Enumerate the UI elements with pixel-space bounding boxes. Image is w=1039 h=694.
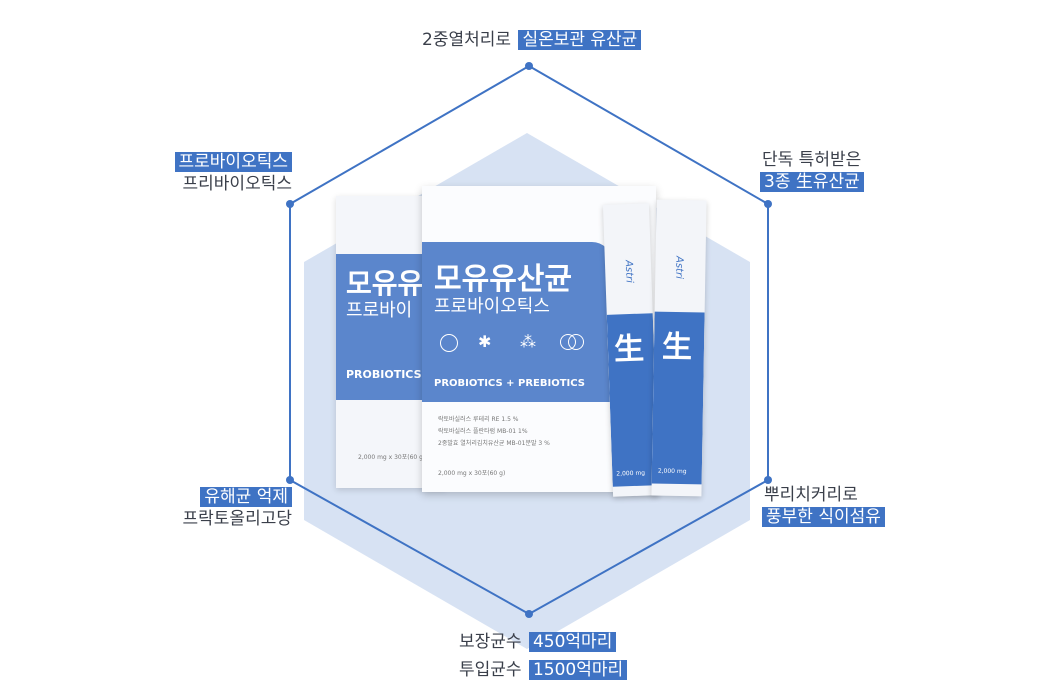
stick-char-1: 生	[613, 331, 645, 368]
callout-bottom-row2-plain: 투입균수	[459, 660, 522, 680]
callout-lower-left: 유해균 억제 프락토올리고당	[150, 486, 292, 530]
bacteria-icon	[440, 334, 458, 352]
callout-lower-right-line1: 뿌리치커리로	[764, 485, 858, 505]
callout-top-highlight: 실온보관 유산균	[518, 30, 642, 50]
callout-top: 2중열처리로 실온보관 유산균	[420, 29, 642, 51]
back-box-band: PROBIOTICS +	[346, 368, 435, 381]
callout-upper-right-line2: 3종 生유산균	[760, 172, 864, 192]
callout-lower-right-line2: 풍부한 식이섬유	[762, 507, 885, 527]
box-title: 모유유산균	[434, 262, 572, 297]
ingredient-1: 락토바실러스 루테리 RE 1.5 %	[438, 416, 519, 423]
ingredient-3: 2중발효 열처리김치유산균 MB-01분말 3 %	[438, 440, 550, 447]
molecule-icon: ✱	[478, 332, 492, 351]
back-box-subtitle: 프로바이	[346, 300, 413, 321]
callout-bottom-row1: 보장균수 450억마리	[457, 628, 627, 656]
capsule-icon: ⁂	[520, 332, 536, 351]
ingredient-2: 락토바실러스 플란타럼 MB-01 1%	[438, 428, 528, 435]
back-net-weight: 2,000 mg x 30포(60 g	[358, 454, 423, 461]
callout-bottom: 보장균수 450억마리 투입균수 1500억마리	[457, 628, 628, 684]
stick-brand-2: Astri	[673, 255, 685, 280]
callout-bottom-row2: 투입균수 1500억마리	[457, 656, 628, 684]
callout-upper-right: 단독 특허받은 3종 生유산균	[760, 149, 864, 193]
back-box-title: 모유유	[346, 267, 424, 300]
callout-upper-left: 프로바이오틱스 프리바이오틱스	[160, 151, 292, 195]
callout-lower-right: 뿌리치커리로 풍부한 식이섬유	[762, 484, 885, 528]
stick-brand-1: Astri	[622, 259, 635, 284]
net-weight: 2,000 mg x 30포(60 g)	[438, 470, 506, 477]
callout-bottom-row1-highlight: 450억마리	[528, 632, 617, 652]
stick-char-2: 生	[661, 329, 693, 366]
callout-upper-left-line1: 프로바이오틱스	[174, 152, 292, 172]
stick-weight-1: 2,000 mg	[616, 469, 646, 478]
callout-top-plain: 2중열처리로	[422, 30, 512, 50]
box-band: PROBIOTICS + PREBIOTICS	[434, 378, 585, 389]
product-image: 모유유 프로바이 PROBIOTICS + 2,000 mg x 30포(60 …	[336, 186, 720, 506]
stick-pack-2: Astri 生 2,000 mg	[651, 199, 707, 497]
callout-bottom-row2-highlight: 1500억마리	[528, 660, 628, 680]
callout-lower-left-line1: 유해균 억제	[200, 487, 292, 507]
callout-upper-right-line1: 단독 특허받은	[762, 150, 862, 170]
box-subtitle: 프로바이오틱스	[434, 296, 550, 317]
callout-upper-left-line2: 프리바이오틱스	[182, 174, 292, 194]
icon-row: ✱ ⁂	[440, 332, 600, 356]
callout-lower-left-line2: 프락토올리고당	[182, 509, 292, 529]
callout-bottom-row1-plain: 보장균수	[459, 632, 522, 652]
stick-weight-2: 2,000 mg	[657, 467, 687, 476]
